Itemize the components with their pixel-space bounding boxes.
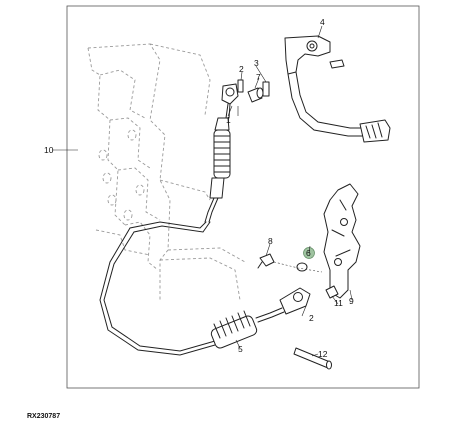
callout-8: 8 — [268, 236, 273, 246]
part-5-cable-lower — [210, 307, 285, 349]
callout-5: 5 — [238, 344, 243, 354]
part-4-pedal — [284, 35, 391, 143]
callout-4: 4 — [320, 17, 325, 27]
callout-7: 7 — [256, 72, 261, 82]
part-3-pin — [262, 81, 270, 97]
part-11-pin — [325, 285, 339, 299]
callout-12: 12 — [318, 349, 328, 359]
part-1-cable-upper — [204, 83, 239, 223]
leader-lines — [52, 25, 353, 357]
callout-3: 3 — [254, 58, 259, 68]
part-2-cable-eye — [279, 287, 311, 315]
callouts: 10 1 2 3 7 4 8 6 2 5 11 9 12 — [44, 17, 354, 359]
lever-bracket — [323, 183, 361, 299]
callout-9: 9 — [349, 296, 354, 306]
part-10-cable — [99, 221, 216, 356]
callout-2-top: 2 — [239, 64, 244, 74]
diagram-frame — [66, 5, 420, 389]
reference-code: RX230787 — [27, 413, 60, 420]
part-7-pin — [247, 87, 264, 103]
part-12-pin — [293, 347, 332, 370]
alignment-line — [273, 261, 323, 273]
callout-1: 1 — [226, 115, 231, 125]
callout-2-lower: 2 — [309, 313, 314, 323]
callout-6: 6 — [306, 248, 311, 258]
part-8-clip — [257, 253, 275, 269]
tractor-frame-outline — [87, 43, 246, 301]
callout-11: 11 — [334, 298, 343, 308]
callout-10: 10 — [44, 145, 54, 155]
part-2-top-pin — [237, 79, 244, 93]
